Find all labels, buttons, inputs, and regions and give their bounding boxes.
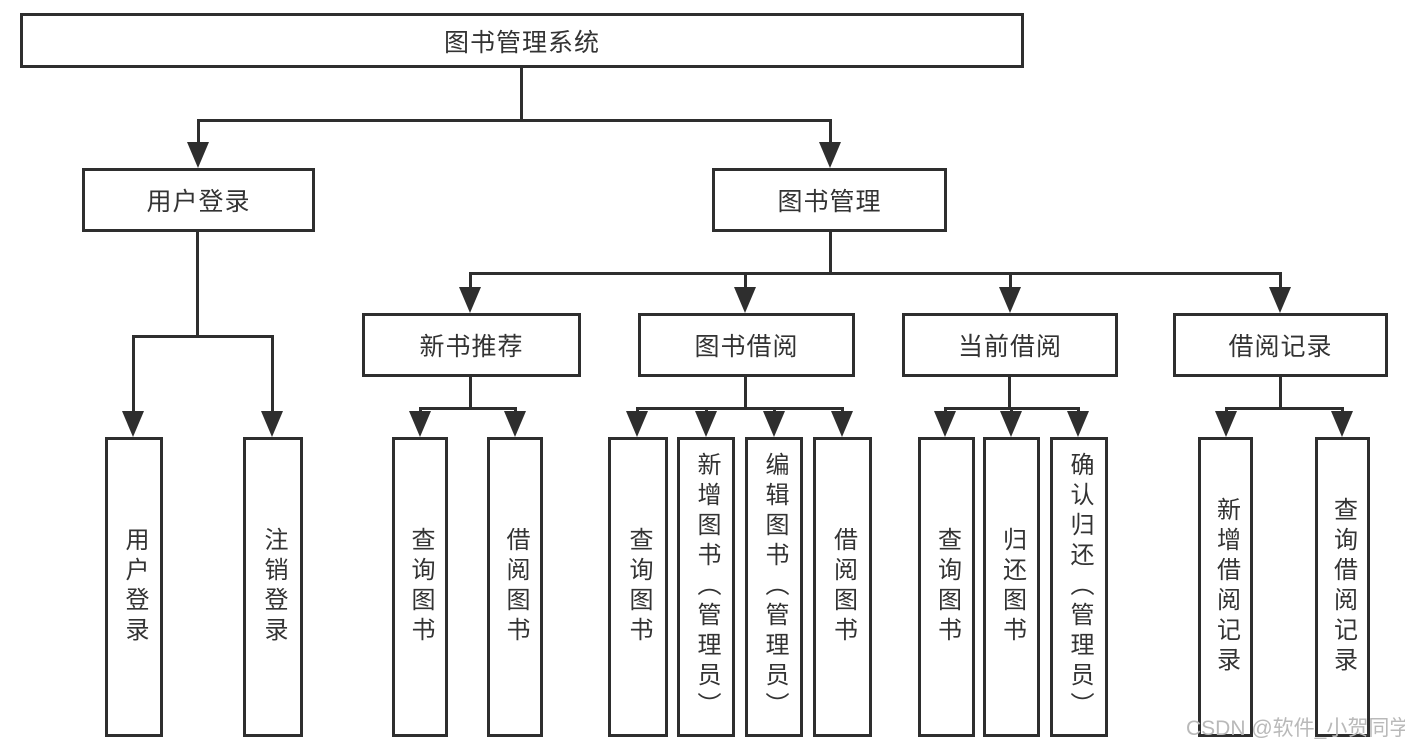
node-cb-return-books: 归还图书 bbox=[983, 437, 1040, 737]
arrowhead-icon bbox=[1067, 411, 1089, 437]
arrowhead-icon bbox=[409, 411, 431, 437]
connector-line bbox=[196, 232, 199, 335]
arrowhead-icon bbox=[831, 411, 853, 437]
arrowhead-icon bbox=[122, 411, 144, 437]
connector-line bbox=[1225, 407, 1344, 410]
connector-line bbox=[469, 272, 472, 289]
connector-line bbox=[520, 68, 523, 121]
arrowhead-icon bbox=[1331, 411, 1353, 437]
connector-line bbox=[744, 377, 747, 410]
arrowhead-icon bbox=[504, 411, 526, 437]
connector-line bbox=[636, 407, 639, 414]
node-bb-add-books: 新增图书（管理员） bbox=[677, 437, 735, 737]
node-logout: 注销登录 bbox=[243, 437, 303, 737]
node-bb-borrow-books: 借阅图书 bbox=[813, 437, 872, 737]
connector-line bbox=[271, 335, 274, 412]
node-cb-confirm-return: 确认归还（管理员） bbox=[1050, 437, 1108, 737]
node-bb-edit-books: 编辑图书（管理员） bbox=[745, 437, 803, 737]
connector-line bbox=[744, 272, 747, 289]
node-root: 图书管理系统 bbox=[20, 13, 1024, 68]
arrowhead-icon bbox=[1215, 411, 1237, 437]
node-borrow-records: 借阅记录 bbox=[1173, 313, 1388, 377]
arrowhead-icon bbox=[187, 142, 209, 168]
connector-line bbox=[419, 407, 422, 414]
connector-line bbox=[1341, 407, 1344, 414]
connector-line bbox=[841, 407, 844, 414]
node-new-book-rec: 新书推荐 bbox=[362, 313, 581, 377]
node-user-login: 用户登录 bbox=[82, 168, 315, 232]
connector-line bbox=[1009, 272, 1012, 289]
node-current-borrow: 当前借阅 bbox=[902, 313, 1118, 377]
node-br-add-record: 新增借阅记录 bbox=[1198, 437, 1253, 737]
connector-line bbox=[514, 407, 517, 414]
connector-line bbox=[1010, 407, 1013, 414]
arrowhead-icon bbox=[1000, 411, 1022, 437]
connector-line bbox=[197, 119, 832, 122]
connector-line bbox=[132, 335, 135, 412]
node-book-mgmt: 图书管理 bbox=[712, 168, 947, 232]
connector-line bbox=[1279, 377, 1282, 410]
connector-line bbox=[705, 407, 708, 414]
arrowhead-icon bbox=[695, 411, 717, 437]
arrowhead-icon bbox=[626, 411, 648, 437]
arrowhead-icon bbox=[819, 142, 841, 168]
arrowhead-icon bbox=[999, 287, 1021, 313]
connector-line bbox=[197, 119, 200, 147]
node-user-login-leaf: 用户登录 bbox=[105, 437, 163, 737]
arrowhead-icon bbox=[459, 287, 481, 313]
connector-line bbox=[132, 335, 274, 338]
connector-line bbox=[773, 407, 776, 414]
connector-line bbox=[1279, 272, 1282, 289]
arrowhead-icon bbox=[261, 411, 283, 437]
connector-line bbox=[1008, 377, 1011, 410]
arrowhead-icon bbox=[1269, 287, 1291, 313]
node-nb-query-books: 查询图书 bbox=[392, 437, 448, 737]
connector-line bbox=[636, 407, 844, 410]
csdn-watermark: CSDN @软件_小贺同学 bbox=[1186, 717, 1405, 740]
node-br-query-record: 查询借阅记录 bbox=[1315, 437, 1370, 737]
arrowhead-icon bbox=[734, 287, 756, 313]
node-nb-borrow-books: 借阅图书 bbox=[487, 437, 543, 737]
connector-line bbox=[829, 232, 832, 275]
connector-line bbox=[1225, 407, 1228, 414]
connector-line bbox=[419, 407, 517, 410]
connector-line bbox=[469, 272, 1282, 275]
connector-line bbox=[944, 407, 947, 414]
arrowhead-icon bbox=[763, 411, 785, 437]
arrowhead-icon bbox=[934, 411, 956, 437]
node-bb-query-books: 查询图书 bbox=[608, 437, 668, 737]
connector-line bbox=[469, 377, 472, 410]
node-book-borrow: 图书借阅 bbox=[638, 313, 855, 377]
node-cb-query-books: 查询图书 bbox=[918, 437, 975, 737]
connector-line bbox=[829, 119, 832, 147]
connector-line bbox=[1077, 407, 1080, 414]
